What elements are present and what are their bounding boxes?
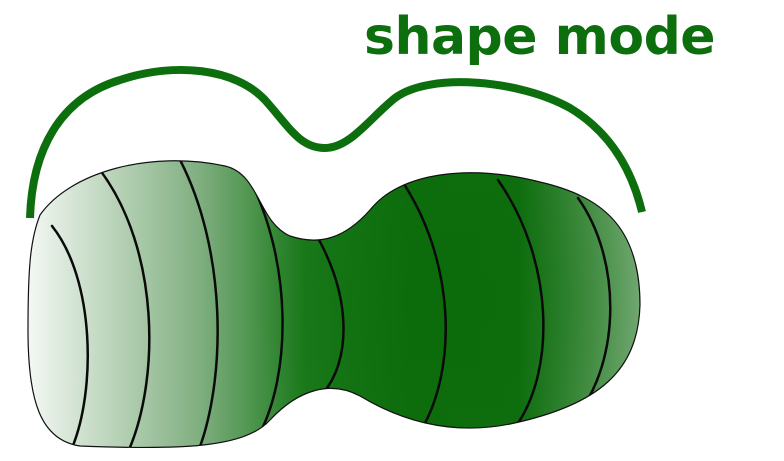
pinched-body xyxy=(28,156,640,452)
